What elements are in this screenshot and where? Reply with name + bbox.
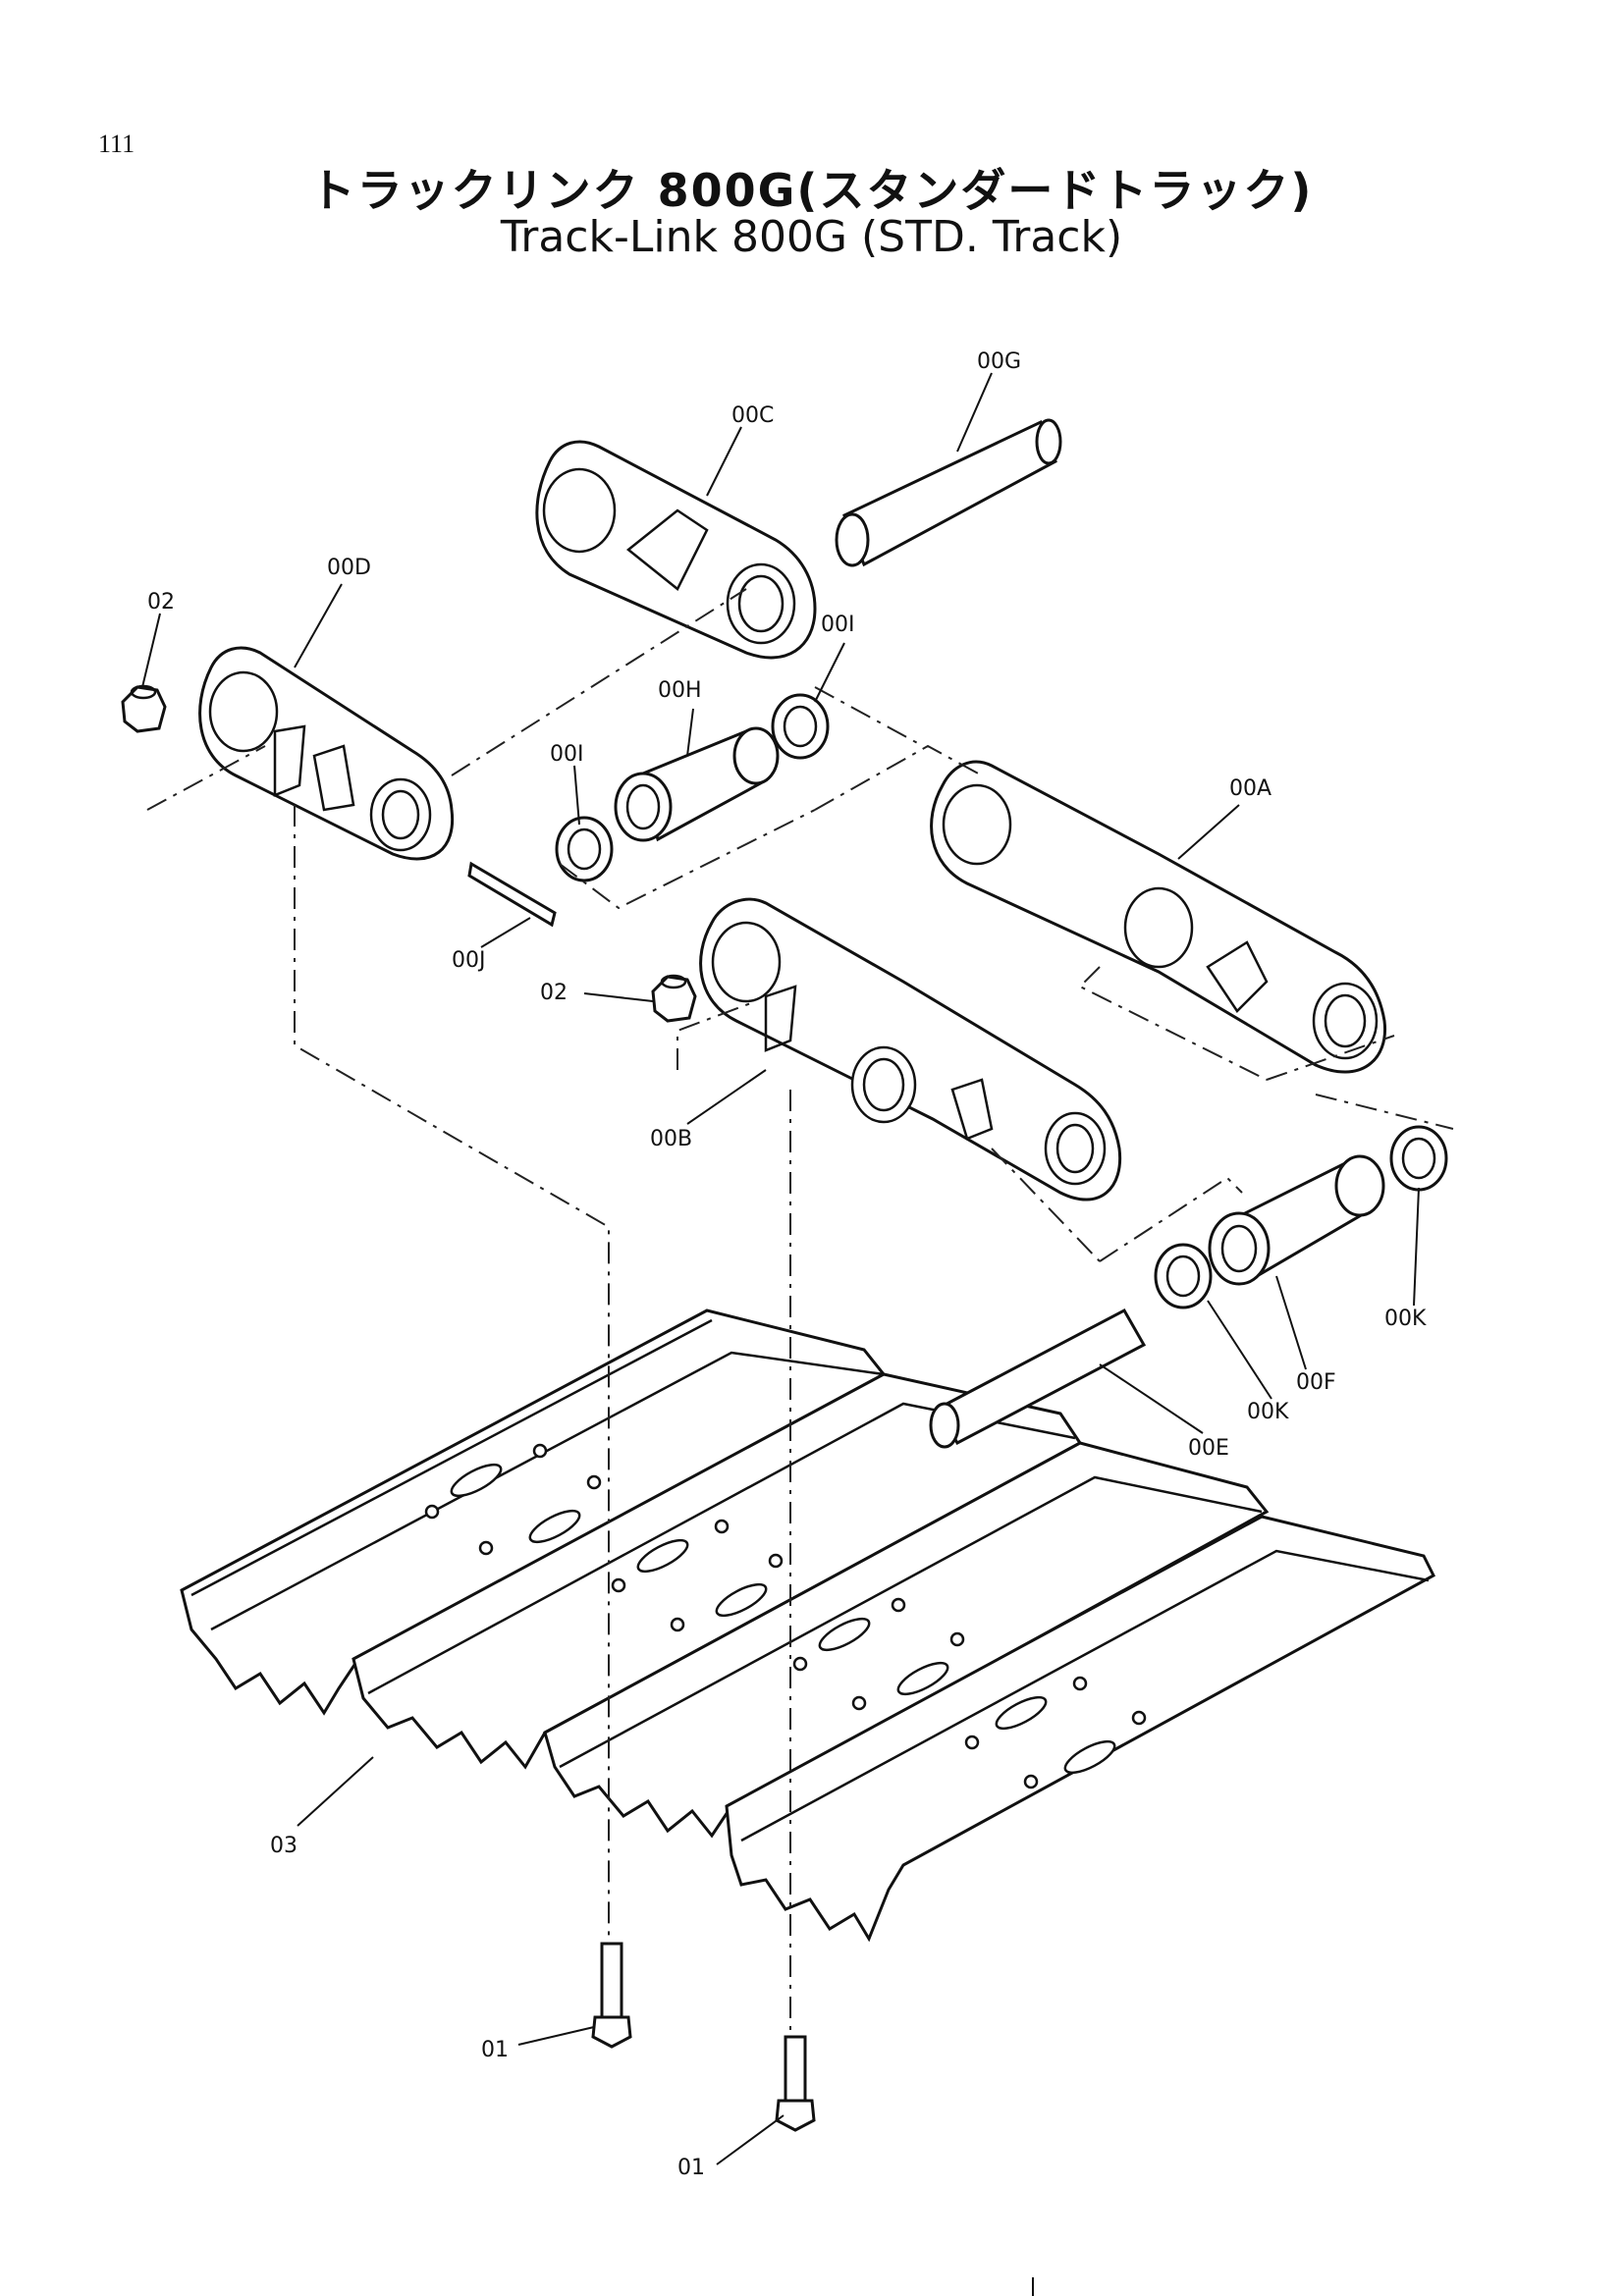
callout-00E: 00E — [1188, 1436, 1229, 1461]
callout-03: 03 — [270, 1834, 298, 1858]
callout-00H: 00H — [658, 678, 702, 703]
leader-lines — [141, 372, 1420, 2165]
link-00D — [198, 646, 455, 861]
track-shoe-plates — [180, 1308, 1435, 1943]
link-00C — [535, 440, 817, 660]
callout-00K-right: 00K — [1384, 1307, 1427, 1331]
track-shoe — [543, 1441, 1270, 1839]
link-00B — [699, 897, 1122, 1201]
callout-02-lower: 02 — [540, 981, 568, 1005]
callout-00I-left: 00I — [550, 742, 583, 767]
track-shoe — [725, 1515, 1435, 1943]
callout-00G: 00G — [977, 349, 1021, 374]
assembly-lines — [146, 588, 1454, 2037]
callout-01-left: 01 — [481, 2038, 509, 2062]
title-english: Track-Link 800G (STD. Track) — [500, 212, 1123, 262]
seal-00I-right — [771, 693, 830, 760]
callout-01-right: 01 — [677, 2156, 705, 2180]
callout-00J: 00J — [452, 948, 485, 973]
page-number: 111 — [98, 130, 135, 158]
track-shoe — [352, 1372, 1083, 1770]
callout-00C: 00C — [731, 403, 774, 428]
callout-00D: 00D — [327, 556, 371, 580]
bolt-01-right — [775, 2035, 816, 2132]
callout-00F: 00F — [1296, 1370, 1336, 1395]
cotter-pin-00J — [467, 861, 557, 928]
seal-00K-right — [1389, 1125, 1448, 1192]
callout-00K-left: 00K — [1247, 1400, 1289, 1424]
callout-02-upper: 02 — [147, 590, 175, 614]
seal-00I-left — [555, 816, 614, 882]
nut-02-upper — [121, 684, 167, 733]
bolt-01-left — [591, 1942, 632, 2049]
nut-02-lower — [651, 974, 697, 1023]
link-00A — [930, 760, 1387, 1074]
title-japanese: トラックリンク 800G(スタンダードトラック) — [309, 164, 1314, 217]
callout-00I-right: 00I — [821, 613, 854, 637]
pin-00E — [929, 1308, 1147, 1449]
callout-labels: 00G 00C 00D 02 00I 00H 00I 00A 00J 02 00… — [147, 349, 1427, 2180]
callout-00A: 00A — [1229, 776, 1271, 801]
bushing-00H — [614, 726, 780, 842]
callout-00B: 00B — [650, 1127, 692, 1151]
pin-00G — [835, 418, 1062, 567]
track-shoe — [180, 1308, 887, 1716]
seal-00K-left — [1154, 1243, 1213, 1309]
bushing-00F — [1208, 1154, 1385, 1286]
